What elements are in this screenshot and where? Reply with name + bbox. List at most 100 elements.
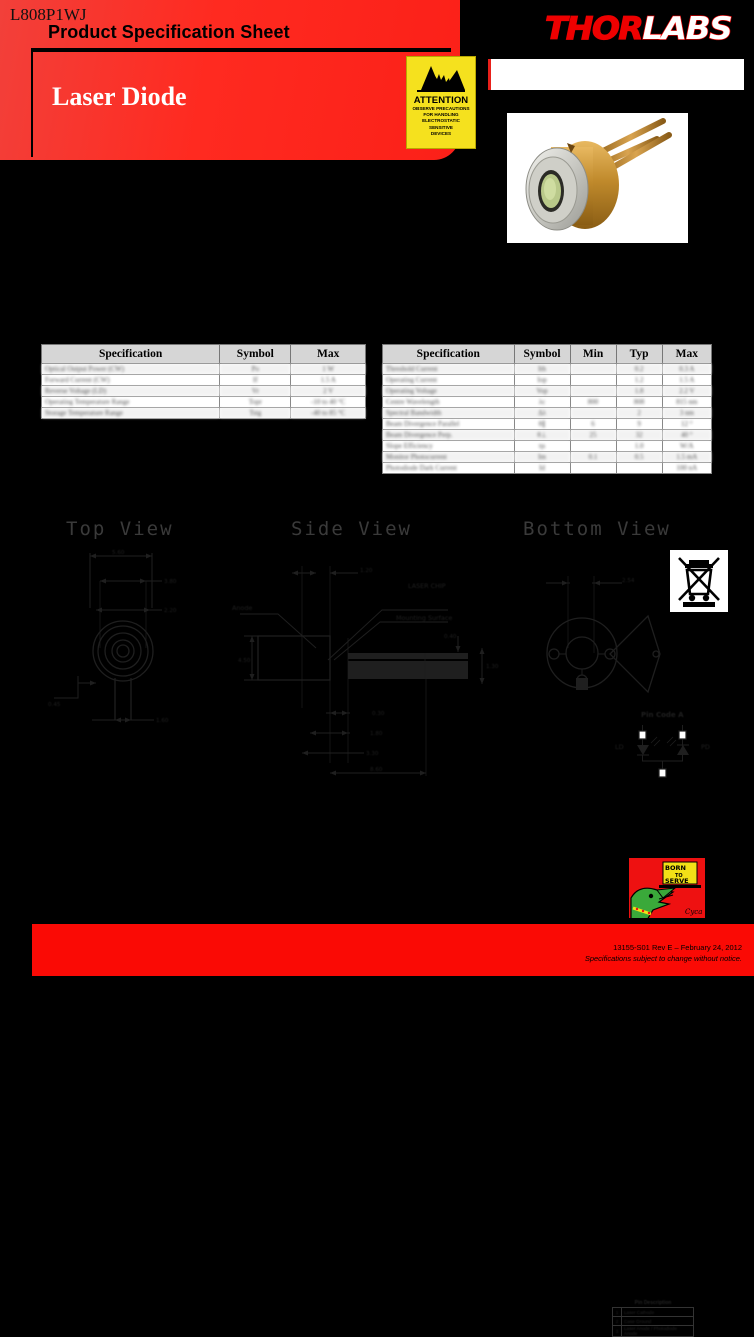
crocodile-waiter-illustration: BORN TO SERVE Cyca	[629, 858, 705, 918]
table-cell: Forward Current (CW)	[40, 374, 221, 386]
top-dim-2: 3.80	[164, 579, 177, 585]
svg-text:TO: TO	[675, 873, 683, 879]
thorlabs-logo: THORLABS	[544, 11, 734, 47]
table-cell: 1 W	[290, 363, 366, 375]
table-cell: Iop	[513, 374, 571, 386]
bottom-view-title: Bottom View	[523, 518, 671, 540]
esd-line-5: DEVICES	[430, 130, 452, 136]
table-cell: Id	[513, 462, 571, 474]
header-divider-horizontal	[31, 48, 451, 52]
logo-thor-text: THOR	[544, 11, 644, 47]
table-cell: ηs	[513, 440, 571, 452]
table-cell: 25	[569, 429, 617, 441]
table-cell	[569, 462, 617, 474]
product-photo	[507, 113, 688, 243]
table-cell: -40 to 85 °C	[290, 407, 366, 419]
table-cell	[569, 374, 617, 386]
col-max: Max	[661, 344, 713, 364]
table-cell: Photodiode Dark Current	[382, 462, 515, 474]
table-cell: 2 V	[290, 385, 366, 397]
table-cell: 1.8	[615, 385, 663, 397]
svg-text:SERVE: SERVE	[665, 877, 689, 885]
top-view-title: Top View	[66, 518, 174, 540]
side-dim-7: 3.30	[366, 751, 379, 757]
table-cell: Vr	[219, 385, 292, 397]
esd-line-1: OBSERVE PRECAUTIONS	[412, 106, 470, 111]
esd-line-4: SENSITIVE	[429, 124, 453, 130]
table-cell: 3 nm	[661, 407, 713, 419]
table-cell: θ∥	[513, 418, 571, 430]
esd-warning-label: ATTENTION OBSERVE PRECAUTIONS FOR HANDLI…	[406, 56, 476, 149]
table-cell: 0.3 A	[661, 363, 713, 375]
pin-code-schematic: Pin Code A LD PD	[615, 711, 710, 778]
col-min: Min	[569, 344, 617, 364]
table-cell: Threshold Current	[382, 363, 515, 375]
table-cell: Beam Divergence Perp.	[382, 429, 515, 441]
table-cell: Operating Current	[382, 374, 515, 386]
table-cell: Ith	[513, 363, 571, 375]
side-dim-1: 1.20	[360, 568, 373, 574]
pin-number: 3	[612, 1325, 622, 1337]
pin-code-pd-label: PD	[701, 743, 710, 751]
table-cell: 815 nm	[661, 396, 713, 408]
table-cell: Vop	[513, 385, 571, 397]
table-cell: -10 to 40 °C	[290, 396, 366, 408]
table-cell: 1.5 A	[661, 374, 713, 386]
esd-hand-icon	[417, 66, 465, 92]
top-dim-3: 2.20	[164, 608, 177, 614]
bottom-dim-1: 2.54	[622, 578, 635, 584]
table-cell: Operating Voltage	[382, 385, 515, 397]
table-cell: Tstg	[219, 407, 292, 419]
table-cell: Centre Wavelength	[382, 396, 515, 408]
top-dim-1: 5.60	[112, 550, 125, 556]
table-cell: 40 °	[661, 429, 713, 441]
esd-attention-text: ATTENTION	[413, 95, 469, 106]
footer-notice-text: Specifications subject to change without…	[584, 954, 742, 963]
pin-number: 1	[612, 1307, 622, 1317]
table-cell: W/A	[661, 440, 713, 452]
table-cell: Po	[219, 363, 292, 375]
logo-labs-text: LABS	[642, 11, 734, 47]
top-dim-4: 1.60	[156, 718, 169, 724]
part-number-text: L808P1WJ	[10, 5, 87, 24]
table-cell: Spectral Bandwidth	[382, 407, 515, 419]
table-cell: Topr	[219, 396, 292, 408]
table-cell: 100 nA	[661, 462, 713, 474]
product-type-heading: Laser Diode	[52, 82, 187, 111]
side-view-title: Side View	[291, 518, 412, 540]
table-cell: 1.5 mA	[661, 451, 713, 463]
col-specification: Specification	[382, 344, 515, 364]
table-cell: Im	[513, 451, 571, 463]
footer-revision-text: 13155-S01 Rev E – February 24, 2012	[613, 943, 742, 952]
crossed-out-wheelie-bin-icon	[678, 557, 720, 607]
table-cell: 1.0	[615, 440, 663, 452]
pin-function: Laser Anode / Photodiode Anode	[621, 1325, 694, 1337]
table-cell: Monitor Photocurrent	[382, 451, 515, 463]
esd-line-3: ELECTROSTATIC	[422, 118, 460, 124]
table-cell	[569, 407, 617, 419]
table-cell: θ⊥	[513, 429, 571, 441]
table-cell: Reverse Voltage (LD)	[40, 385, 221, 397]
side-dim-3: 0.40	[444, 634, 457, 640]
pin-description-caption: Pin Description	[634, 1300, 672, 1306]
side-dim-8: 8.60	[370, 767, 383, 773]
table-header-row: Specification Symbol Max	[40, 344, 366, 364]
laser-diode-photo-illustration	[507, 113, 688, 243]
callout-anode: Anode	[232, 604, 252, 612]
absolute-maximum-ratings-table: Specification Symbol Max Optical Output …	[40, 344, 366, 419]
